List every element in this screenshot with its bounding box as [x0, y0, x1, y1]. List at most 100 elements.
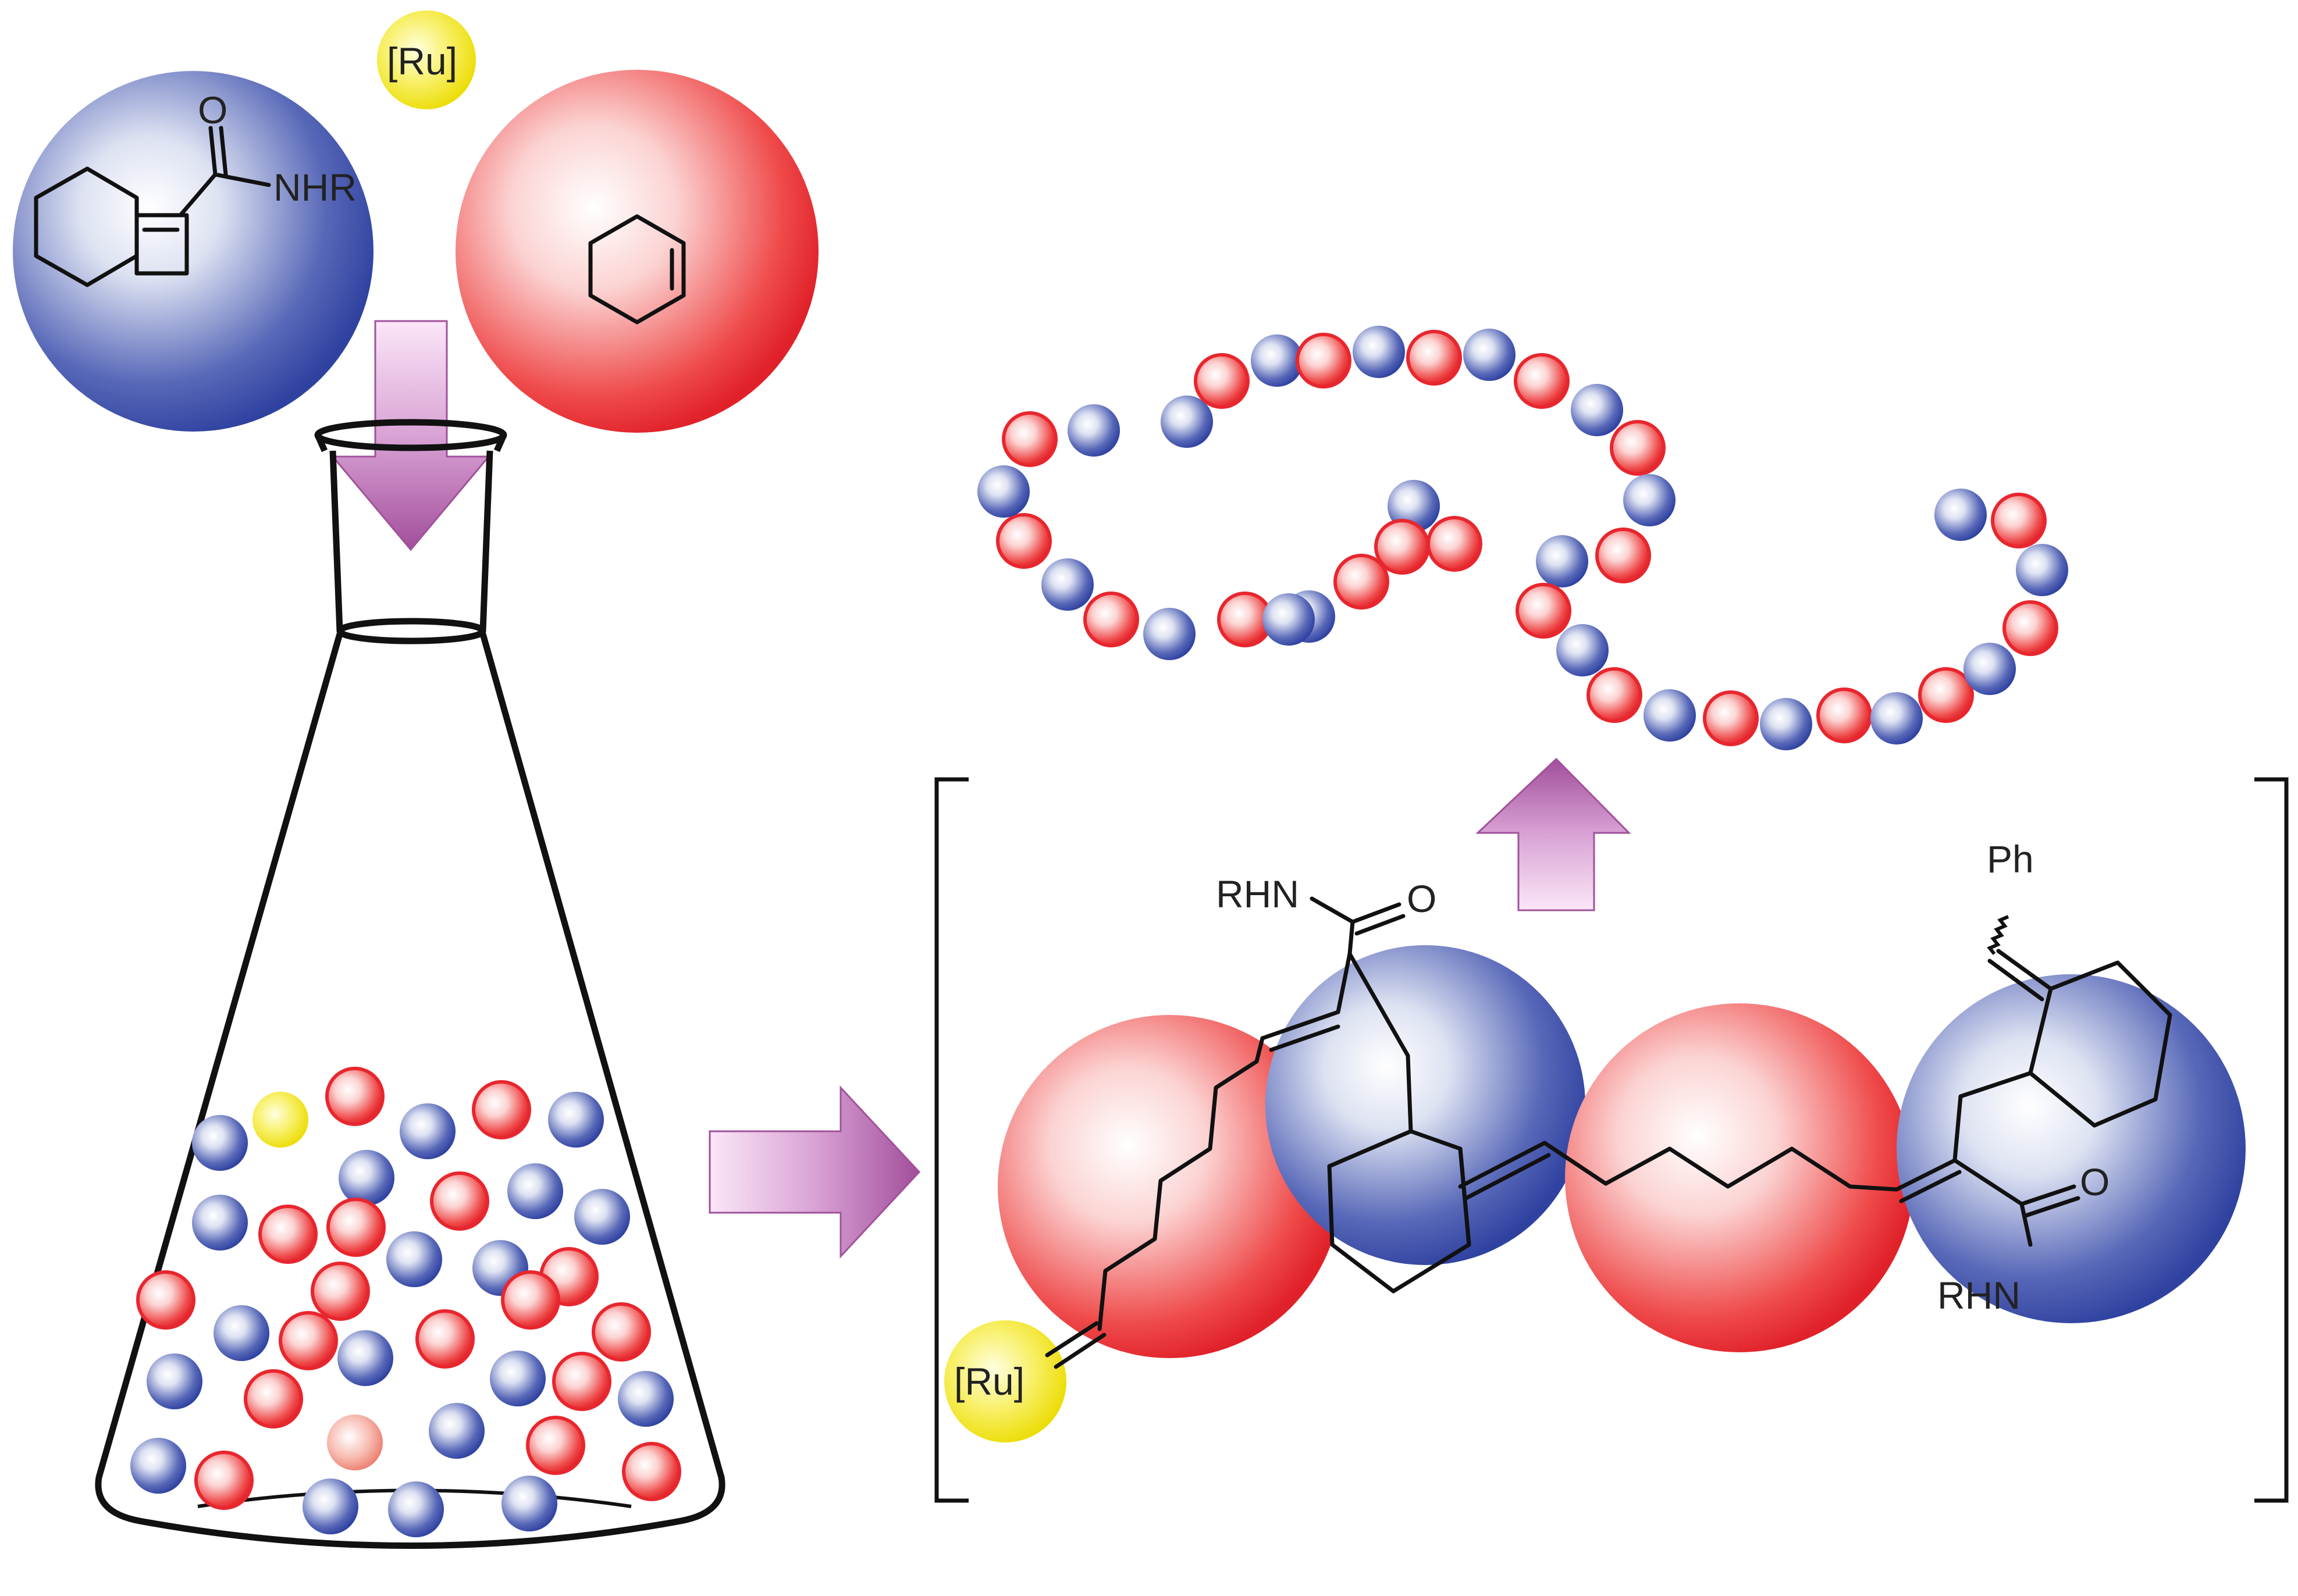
polymer-bead-chain	[977, 326, 2068, 750]
arrow-right-icon	[709, 1085, 921, 1259]
blue-monomer-bead	[1041, 558, 1094, 611]
monomer-a-structure	[34, 126, 271, 287]
red-monomer-bead	[1991, 493, 2047, 548]
red-monomer-bead	[1296, 333, 1351, 389]
blue-monomer-bead	[1934, 489, 1987, 541]
red-unit-sphere-1	[998, 1015, 1341, 1358]
red-monomer-bead	[1816, 687, 1872, 743]
red-monomer-bead	[136, 1270, 195, 1330]
red-monomer-bead	[1374, 519, 1430, 575]
blue-monomer-bead	[1262, 593, 1315, 646]
left-bracket	[934, 777, 969, 1503]
blue-monomer-bead	[130, 1438, 186, 1494]
blue-monomer-bead	[1353, 326, 1405, 378]
blue-monomer-bead	[618, 1371, 674, 1427]
polymer-repeat-unit: [Ru] RHN O RHN O Ph	[944, 838, 2246, 1442]
blue-monomer-bead	[1963, 643, 2016, 695]
red-monomer-bead	[1194, 353, 1250, 409]
monomer-b	[456, 70, 819, 433]
cyclohexene-ring	[588, 214, 686, 325]
red-monomer-bead	[996, 513, 1052, 569]
red-monomer-bead	[1002, 411, 1058, 467]
polymer-amide-1-label: RHN	[1216, 872, 1299, 915]
blue-monomer-bead	[388, 1481, 444, 1537]
blue-monomer-bead	[1068, 404, 1120, 457]
polymer-amide-2-o: O	[2080, 1160, 2110, 1203]
blue-monomer-bead	[977, 465, 1030, 518]
blue-monomer-bead	[1644, 689, 1696, 742]
flask-bead-mixture	[130, 1067, 681, 1537]
blue-monomer-bead	[574, 1189, 630, 1245]
red-monomer-bead	[472, 1080, 531, 1139]
red-monomer-bead	[592, 1302, 651, 1362]
red-monomer-bead	[1333, 554, 1389, 610]
blue-monomer-bead	[548, 1092, 604, 1148]
catalyst-sphere	[377, 10, 476, 109]
blue-monomer-bead	[339, 1150, 394, 1206]
blue-unit-sphere-2	[1897, 974, 2246, 1323]
red-monomer-bead	[326, 1198, 386, 1257]
red-monomer-bead	[526, 1416, 585, 1475]
polymer-amide-2-label: RHN	[1937, 1274, 2020, 1317]
blue-monomer-bead	[337, 1330, 393, 1386]
monomer-a-carbonyl-o: O	[198, 88, 227, 131]
arrow-up-icon	[1475, 757, 1631, 911]
red-monomer-bead	[415, 1309, 475, 1369]
red-monomer-bead	[194, 1451, 254, 1510]
catalyst-ru: [Ru]	[377, 10, 476, 109]
blue-monomer-bead	[192, 1195, 248, 1251]
blue-monomer-bead	[1143, 608, 1196, 660]
red-monomer-bead	[1610, 420, 1666, 476]
monomer-a-nhr-label: NHR	[273, 166, 357, 209]
catalyst-label: [Ru]	[387, 40, 457, 83]
blue-monomer-bead	[1463, 329, 1516, 381]
blue-monomer-bead	[1251, 334, 1303, 387]
red-monomer-bead	[1516, 583, 1571, 639]
blue-monomer-bead	[147, 1353, 202, 1409]
red-monomer-bead	[1586, 667, 1642, 723]
red-monomer-bead	[1703, 690, 1759, 746]
red-monomer-bead	[2002, 600, 2058, 656]
red-monomer-bead	[1514, 353, 1570, 409]
red-monomer-bead	[622, 1442, 681, 1501]
ru-end-sphere	[944, 1320, 1066, 1442]
red-monomer-bead	[430, 1171, 489, 1231]
blue-monomer-bead	[501, 1476, 557, 1531]
red-monomer-bead	[244, 1369, 303, 1428]
monomer-a-sphere	[13, 71, 373, 432]
blue-monomer-bead	[214, 1305, 269, 1361]
blue-monomer-bead	[1760, 698, 1812, 750]
red-monomer-bead	[279, 1311, 338, 1370]
red-monomer-bead	[327, 1415, 383, 1470]
blue-monomer-bead	[1536, 535, 1588, 587]
blue-monomer-bead	[192, 1115, 248, 1171]
red-monomer-bead	[552, 1352, 611, 1411]
blue-monomer-bead	[386, 1231, 442, 1287]
red-monomer-bead	[325, 1067, 385, 1126]
blue-monomer-bead	[507, 1163, 563, 1219]
catalyst-bead	[252, 1092, 308, 1148]
arrow-down-icon	[330, 320, 491, 551]
red-monomer-bead	[1918, 667, 1974, 723]
blue-monomer-bead	[1623, 474, 1676, 526]
blue-monomer-bead	[1870, 692, 1923, 744]
blue-monomer-bead	[1571, 384, 1623, 436]
red-monomer-bead	[1595, 528, 1651, 583]
red-monomer-bead	[501, 1270, 560, 1330]
polymer-ru-label: [Ru]	[954, 1360, 1025, 1403]
blue-monomer-bead	[400, 1103, 456, 1159]
red-monomer-bead	[1427, 516, 1482, 572]
blue-unit-sphere-1	[1265, 945, 1585, 1265]
end-group-ph-label: Ph	[1987, 838, 2034, 881]
red-monomer-bead	[311, 1262, 370, 1321]
red-monomer-bead	[1083, 592, 1139, 647]
polymer-backbone	[1045, 896, 2172, 1369]
blue-monomer-bead	[490, 1351, 546, 1406]
right-bracket	[2254, 777, 2289, 1503]
blue-monomer-bead	[429, 1403, 485, 1459]
blue-monomer-bead	[303, 1479, 358, 1534]
red-monomer-bead	[1406, 330, 1462, 386]
blue-monomer-bead	[1556, 624, 1609, 676]
polymer-amide-1-o: O	[1407, 877, 1436, 920]
